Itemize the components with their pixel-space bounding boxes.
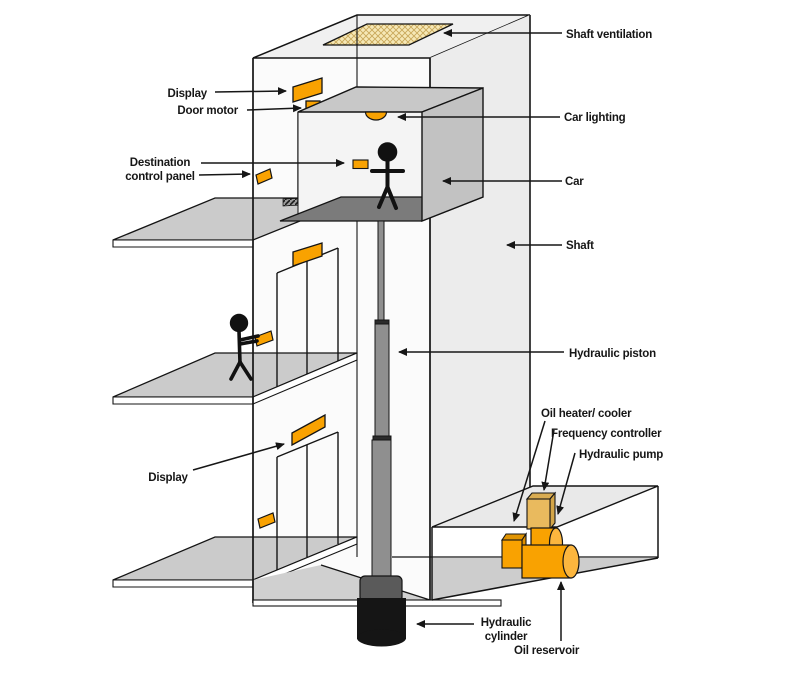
- elevator-car: [279, 86, 484, 223]
- arrow-display-top: [214, 87, 287, 96]
- label-car: Car: [565, 176, 584, 188]
- hall-display-middle: [292, 242, 323, 267]
- hydraulic-cylinder: [357, 575, 406, 647]
- label-door-motor: Door motor: [177, 105, 238, 117]
- labels: Display Door motor Destination control p…: [125, 29, 663, 657]
- arrow-oil-heater-cooler: [512, 420, 546, 522]
- hall-display-top: [292, 77, 323, 103]
- machine-room: [392, 485, 659, 601]
- label-destination-line1: Destination: [130, 157, 191, 169]
- hydraulic-piston: [371, 220, 392, 579]
- label-hydraulic-cylinder-line2: cylinder: [485, 631, 528, 643]
- label-car-lighting: Car lighting: [564, 112, 626, 124]
- destination-panel-top-floor: [255, 168, 273, 185]
- label-frequency-controller: Frequency controller: [551, 428, 662, 440]
- arrow-hydraulic-pump: [556, 452, 576, 515]
- oil-reservoir-unit: [521, 544, 580, 579]
- label-shaft: Shaft: [566, 240, 594, 252]
- label-destination-line2: control panel: [125, 171, 195, 183]
- destination-panels: [254, 168, 276, 529]
- label-hydraulic-piston: Hydraulic piston: [569, 348, 656, 360]
- car-right-wall: [421, 86, 484, 223]
- passenger-in-car: [370, 142, 405, 210]
- label-hydraulic-cylinder-line1: Hydraulic: [481, 617, 532, 629]
- destination-panel-bottom-floor: [257, 512, 276, 529]
- car-lighting-lamp: [364, 111, 388, 121]
- arrow-display-bottom: [192, 442, 285, 471]
- label-hydraulic-pump: Hydraulic pump: [579, 449, 663, 461]
- label-oil-reservoir: Oil reservoir: [514, 645, 580, 657]
- passenger-waiting: [229, 313, 260, 381]
- arrow-frequency-controller: [541, 429, 555, 491]
- frequency-controller-unit: [525, 491, 557, 531]
- car-control-panel: [352, 159, 369, 170]
- label-shaft-ventilation: Shaft ventilation: [566, 29, 652, 41]
- destination-panel-middle-floor: [254, 330, 274, 347]
- shaft-ventilation-grille: [322, 23, 454, 46]
- landing-door-bottom: [276, 431, 339, 570]
- arrow-door-motor: [246, 104, 302, 113]
- label-display-top: Display: [167, 88, 207, 100]
- label-display-bottom: Display: [148, 472, 188, 484]
- arrow-destination-wall-panel: [198, 170, 251, 179]
- label-oil-heater-cooler: Oil heater/ cooler: [541, 408, 632, 420]
- hall-display-bottom: [291, 413, 326, 447]
- callout-arrows: [192, 29, 576, 641]
